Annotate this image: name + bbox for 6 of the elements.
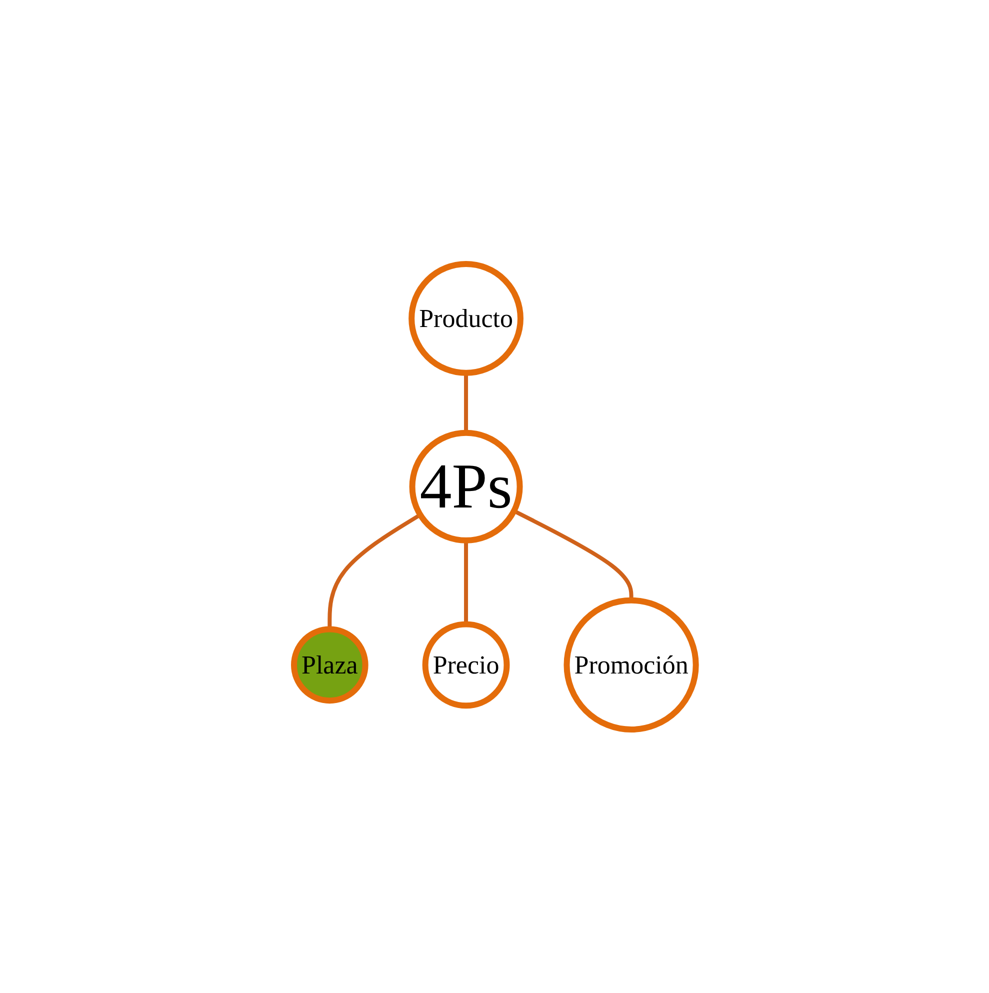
node-circle: Producto	[408, 260, 524, 376]
connector	[327, 512, 421, 630]
node-circle: Promoción	[563, 597, 698, 732]
node-circle: 4Ps	[408, 430, 522, 544]
node-circle: Precio	[422, 620, 510, 708]
node-circle: Plaza	[290, 626, 368, 704]
